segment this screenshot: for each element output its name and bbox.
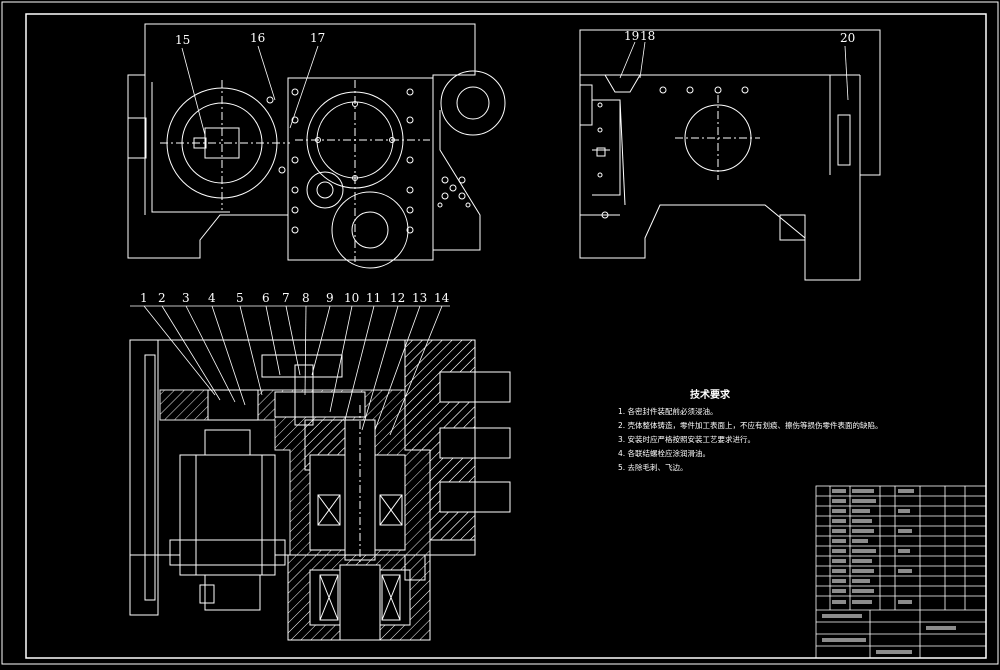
part-label-19: 19 [624, 29, 639, 43]
section-view [129, 339, 511, 641]
part-label-20: 20 [840, 31, 855, 45]
tech-requirement-4: 4. 各联结螺栓应涂润滑油。 [618, 449, 711, 458]
top-left-view [127, 23, 506, 269]
part-label-13: 13 [412, 291, 427, 305]
part-label-16: 16 [250, 31, 265, 45]
part-label-9: 9 [326, 291, 334, 305]
part-label-14: 14 [434, 291, 450, 305]
part-label-1: 1 [140, 291, 148, 305]
part-label-3: 3 [182, 291, 190, 305]
title-block [815, 485, 987, 659]
part-label-5: 5 [236, 291, 244, 305]
leader-lines [130, 41, 849, 436]
part-label-12: 12 [390, 291, 405, 305]
inner-frame [25, 13, 987, 659]
tech-requirement-1: 1. 各密封件装配前必须浸油。 [618, 407, 718, 416]
part-label-18: 18 [640, 29, 655, 43]
part-label-17: 17 [310, 31, 325, 45]
part-label-6: 6 [262, 291, 270, 305]
part-labels: 1 2 3 4 5 6 7 8 9 10 11 12 13 14 15 16 1… [140, 29, 855, 305]
part-label-2: 2 [158, 291, 166, 305]
part-label-4: 4 [208, 291, 216, 305]
top-right-view [579, 29, 881, 281]
tech-requirement-3: 3. 安装时应严格按照安装工艺要求进行。 [618, 435, 756, 444]
technical-requirements: 技术要求 1. 各密封件装配前必须浸油。 2. 壳体整体铸造，零件加工表面上，不… [618, 386, 918, 475]
part-label-8: 8 [302, 291, 310, 305]
tech-requirement-2: 2. 壳体整体铸造，零件加工表面上，不应有划痕、擦伤等损伤零件表面的缺陷。 [618, 421, 883, 430]
title-block-fill [822, 489, 956, 654]
part-label-7: 7 [282, 291, 290, 305]
part-label-10: 10 [344, 291, 359, 305]
part-label-15: 15 [175, 33, 190, 47]
part-label-11: 11 [366, 291, 381, 305]
tech-requirement-5: 5. 去除毛刺、飞边。 [618, 463, 688, 472]
tech-requirements-title: 技术要求 [690, 390, 730, 401]
